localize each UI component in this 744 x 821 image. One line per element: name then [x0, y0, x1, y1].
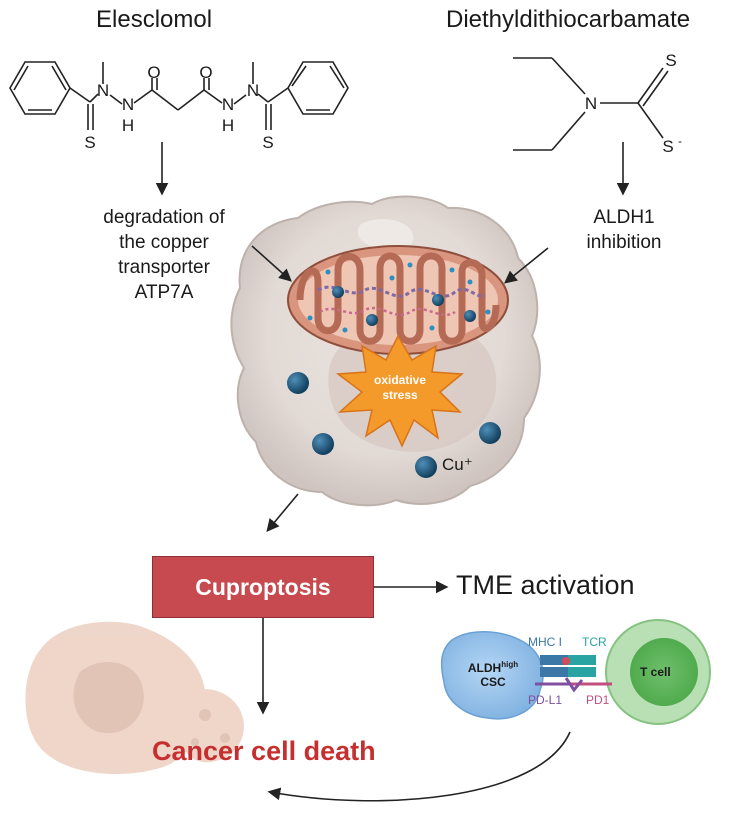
atom-o: O [147, 63, 160, 82]
copper-ion [464, 310, 476, 322]
elesclomol-atom-labels: N N H S O O N N H S [84, 63, 273, 152]
copper-ion [366, 314, 378, 326]
cuproptosis-label: Cuproptosis [195, 573, 331, 600]
atom-n: N [222, 95, 234, 114]
oxidative-stress-label: oxidative stress [373, 373, 427, 402]
atom-s: S [665, 51, 676, 70]
csc-label: ALDHhigh CSC [467, 660, 519, 689]
elesclomol-title: Elesclomol [96, 6, 213, 33]
pd1-label: PD1 [586, 693, 610, 707]
oxidative-stress-starburst [335, 334, 464, 448]
mhc-label: MHC I [528, 635, 562, 649]
arrow-to-mito-right [504, 247, 549, 284]
cancer-cell-death-label: Cancer cell death [152, 736, 376, 766]
copper-ion [287, 372, 309, 394]
atom-o: O [199, 63, 212, 82]
atom-n: N [247, 81, 259, 100]
copper-ion [332, 286, 344, 298]
arrow-cell-to-cuproptosis [266, 493, 299, 532]
atom-s: S [84, 133, 95, 152]
csc-cell [440, 631, 544, 720]
mitochondrion [287, 245, 509, 355]
tme-activation-label: TME activation [456, 570, 635, 600]
minus-sign: - [678, 134, 682, 148]
atom-n: N [585, 94, 597, 113]
copper-ion [312, 433, 334, 455]
atom-n: N [97, 81, 109, 100]
t-cell-label: T cell [640, 665, 671, 679]
dying-cancer-cell [25, 621, 244, 775]
dtc-effect: ALDH1 inhibition [586, 207, 662, 253]
copper-ion [432, 294, 444, 306]
arrow-to-mito-left [251, 245, 292, 282]
immune-synapse [440, 619, 711, 725]
atom-n: N [122, 95, 134, 114]
t-cell-nucleus [630, 638, 698, 706]
copper-ion [415, 456, 437, 478]
atom-h: H [222, 116, 234, 135]
atom-s-minus: S [662, 137, 673, 156]
cuproptosis-box: Cuproptosis [152, 556, 374, 618]
dtc-atom-labels: N S S - [585, 51, 682, 156]
elesclomol-effect: degradation of the copper transporter AT… [103, 207, 225, 303]
feedback-arrow [267, 731, 571, 802]
dtc-structure [513, 57, 669, 151]
pdl1-label: PD-L1 [528, 693, 563, 707]
copper-ion-label: Cu⁺ [442, 455, 473, 474]
dtc-title: Diethyldithiocarbamate [446, 6, 691, 33]
atom-h: H [122, 116, 134, 135]
copper-ion [479, 422, 501, 444]
tcr-label: TCR [582, 635, 607, 649]
atom-s: S [262, 133, 273, 152]
elesclomol-structure [9, 61, 349, 130]
